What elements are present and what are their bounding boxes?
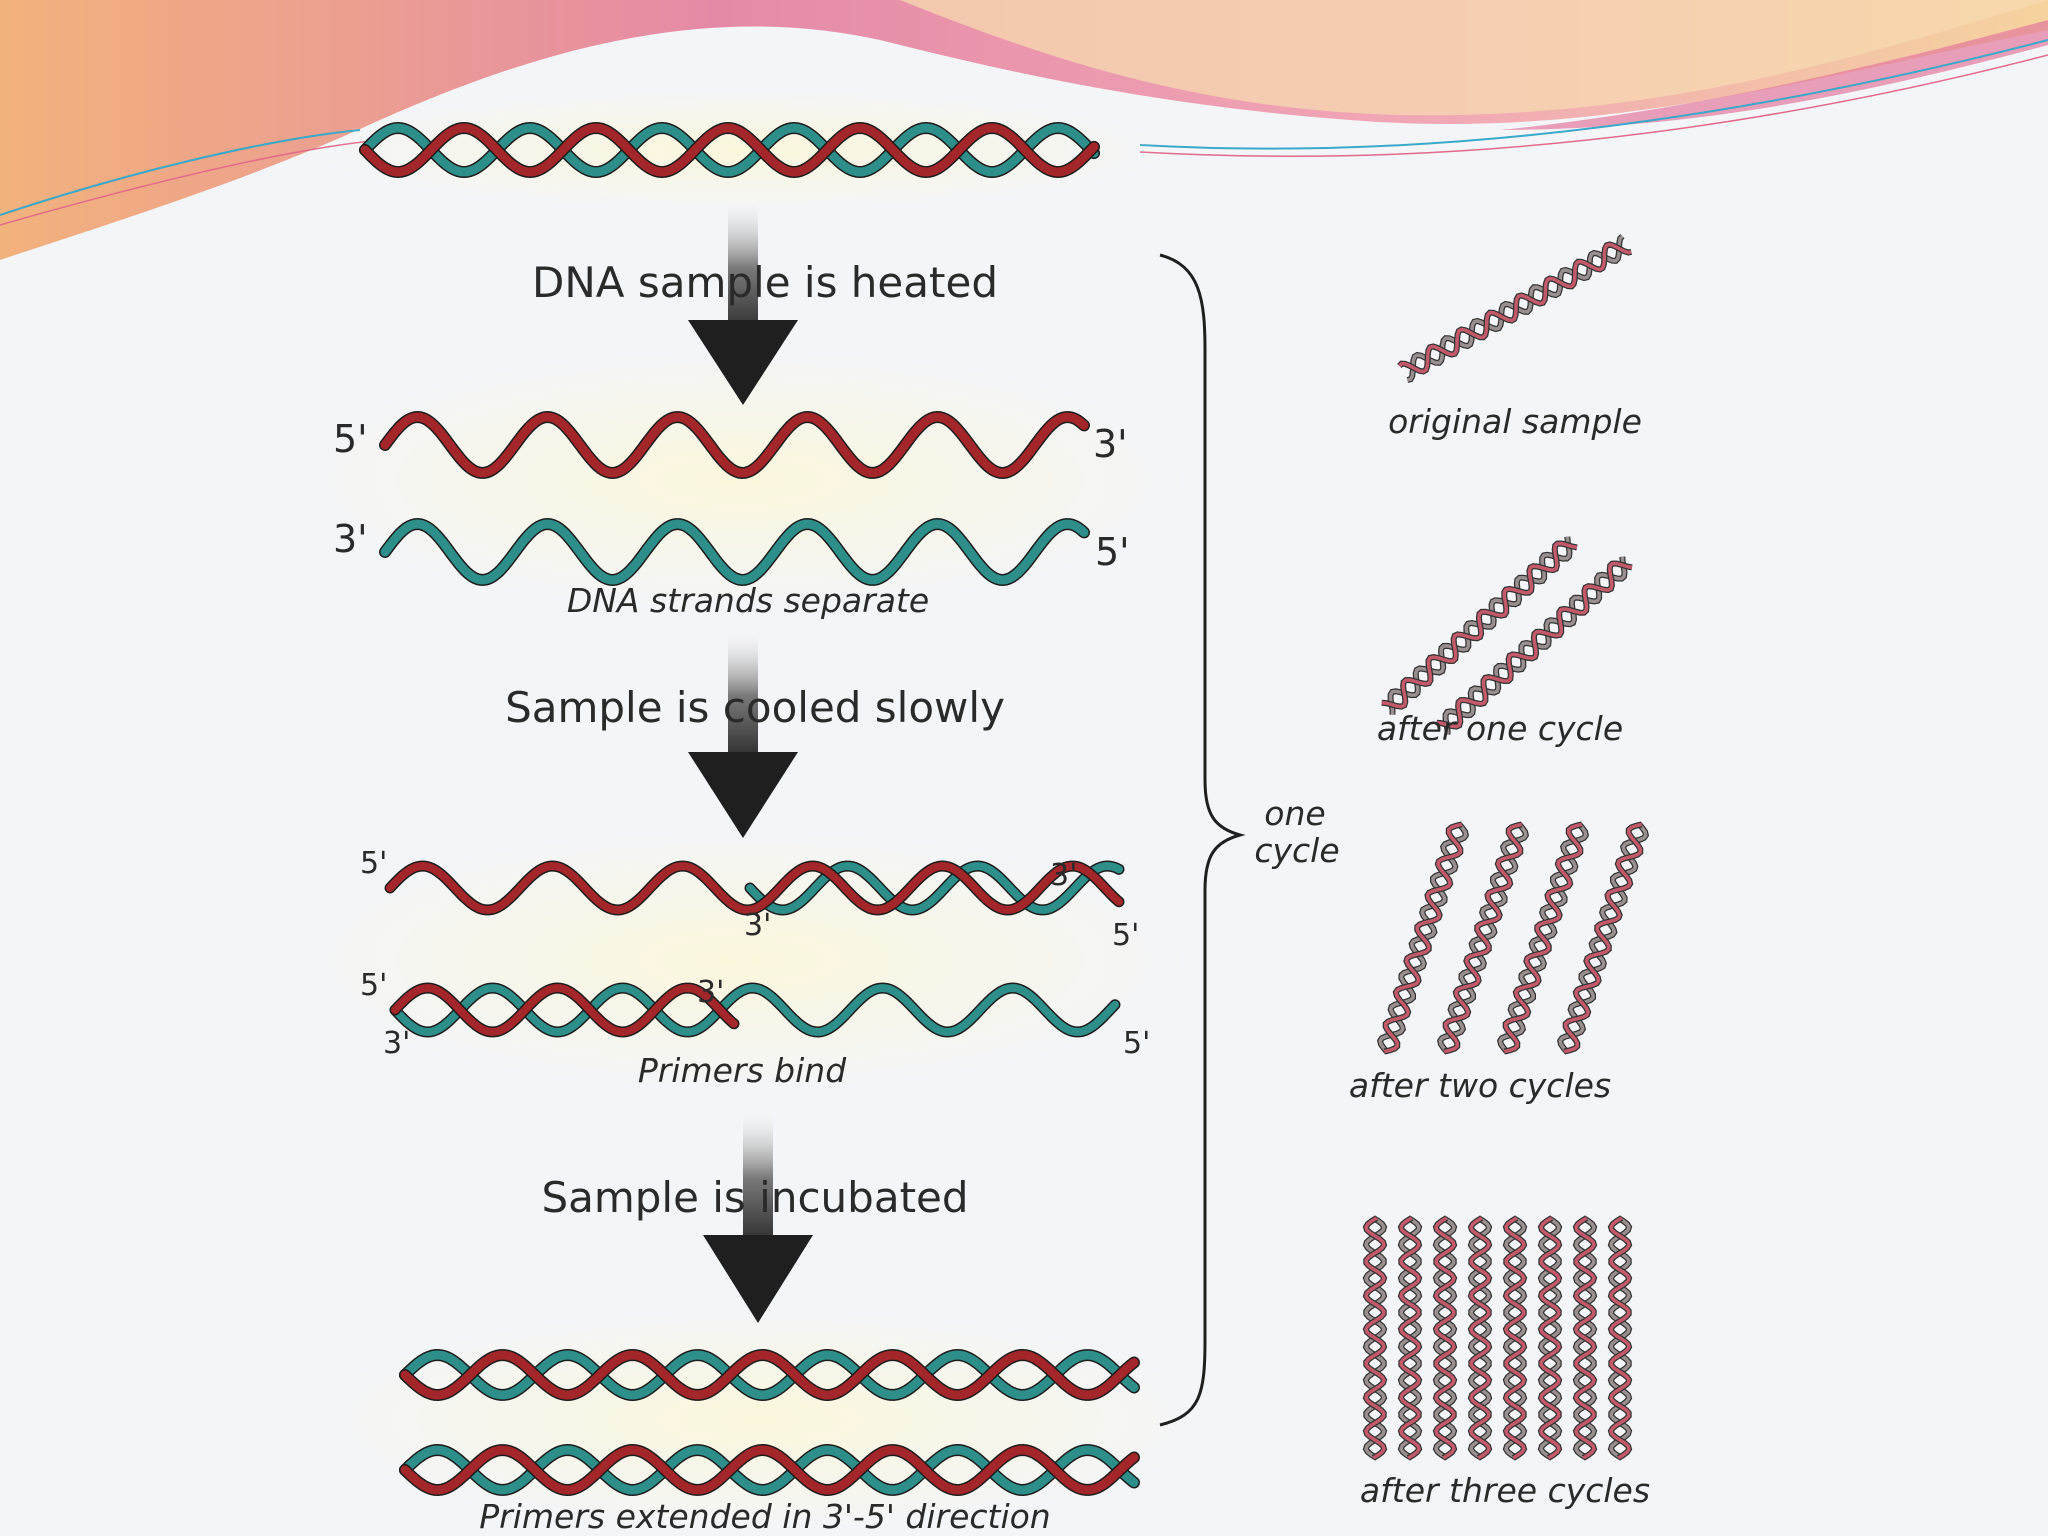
red-strand xyxy=(360,123,1099,177)
end-label-b2-primer-end: 3' xyxy=(697,975,724,1010)
end-label-s1-right: 3' xyxy=(1093,422,1128,466)
single-strand xyxy=(380,412,1089,478)
caption-extend: Primers extended in 3'-5' direction xyxy=(479,1497,1050,1536)
mini-strand-red xyxy=(1504,1216,1526,1460)
mini-strand-red xyxy=(1563,822,1643,1054)
amplification-after-three-cycles xyxy=(1362,1215,1633,1461)
cycle-label-line2: cycle xyxy=(1254,831,1339,870)
mini-strand-red xyxy=(1574,1216,1596,1460)
cycle-brace: one cycle xyxy=(1159,253,1340,1427)
end-label-s2-left: 3' xyxy=(333,517,368,561)
mini-strand-red xyxy=(1469,1216,1491,1460)
cycle-label-line1: one xyxy=(1264,794,1325,833)
amp-label-original: original sample xyxy=(1388,402,1642,441)
single-strand xyxy=(380,519,1089,585)
step-cool-label: Sample is cooled slowly xyxy=(505,683,1005,732)
amplification-original-sample xyxy=(1397,234,1632,383)
red-template xyxy=(386,861,1123,915)
extended-double-helix-2 xyxy=(399,1443,1140,1497)
amp-label-three: after three cycles xyxy=(1360,1471,1650,1510)
teal-primer xyxy=(746,861,1123,915)
arrow-cool xyxy=(688,630,798,838)
original-dna-double-helix xyxy=(359,121,1100,179)
teal-strand xyxy=(400,1445,1139,1495)
end-label-b1-right: 5' xyxy=(1112,918,1139,953)
separated-strand-red xyxy=(379,410,1090,480)
step-heat-label: DNA sample is heated xyxy=(532,258,998,307)
caption-separate: DNA strands separate xyxy=(567,581,929,620)
amplification-after-one-cycle xyxy=(1381,536,1633,735)
end-label-s2-right: 5' xyxy=(1095,530,1130,574)
mini-strand-red xyxy=(1383,822,1463,1054)
end-label-b1-left: 5' xyxy=(360,846,387,881)
mini-strand-red xyxy=(1381,541,1578,709)
separated-strand-teal xyxy=(379,517,1090,587)
end-label-b2-primer-start: 3' xyxy=(383,1026,410,1061)
mini-strand-red xyxy=(1434,1216,1456,1460)
end-label-b2-left: 5' xyxy=(360,968,387,1003)
mini-strand-red xyxy=(1436,561,1633,729)
end-label-b1-primer-end: 3' xyxy=(1050,858,1077,893)
red-strand xyxy=(400,1445,1139,1495)
mini-strand-red xyxy=(1364,1216,1386,1460)
caption-bind: Primers bind xyxy=(638,1051,847,1090)
end-label-b2-right: 5' xyxy=(1123,1026,1150,1061)
teal-template xyxy=(391,983,1119,1037)
extended-double-helix-1 xyxy=(399,1348,1140,1402)
end-label-s1-left: 5' xyxy=(333,417,368,461)
amplification-after-two-cycles xyxy=(1377,821,1649,1055)
mini-strand-red xyxy=(1609,1216,1631,1460)
arrow-heat xyxy=(688,200,798,405)
mini-strand-red xyxy=(1399,1216,1421,1460)
teal-strand xyxy=(360,123,1099,177)
amp-label-one: after one cycle xyxy=(1377,709,1623,748)
slide-header-wave xyxy=(0,0,2048,260)
teal-strand xyxy=(400,1350,1139,1400)
mini-strand-red xyxy=(1539,1216,1561,1460)
step-incubate-label: Sample is incubated xyxy=(541,1173,968,1222)
mini-strand-red xyxy=(1443,822,1523,1054)
red-primer xyxy=(391,983,738,1037)
primer-bound-strand-2 xyxy=(389,982,1121,1038)
end-label-b1-primer-mid: 3' xyxy=(744,908,771,943)
mini-strand-red xyxy=(1398,242,1632,374)
red-strand xyxy=(400,1350,1139,1400)
mini-strand-red xyxy=(1503,822,1583,1054)
arrow-incubate xyxy=(703,1110,813,1323)
amp-label-two: after two cycles xyxy=(1349,1066,1611,1105)
primer-bound-strand-1 xyxy=(384,860,1125,916)
